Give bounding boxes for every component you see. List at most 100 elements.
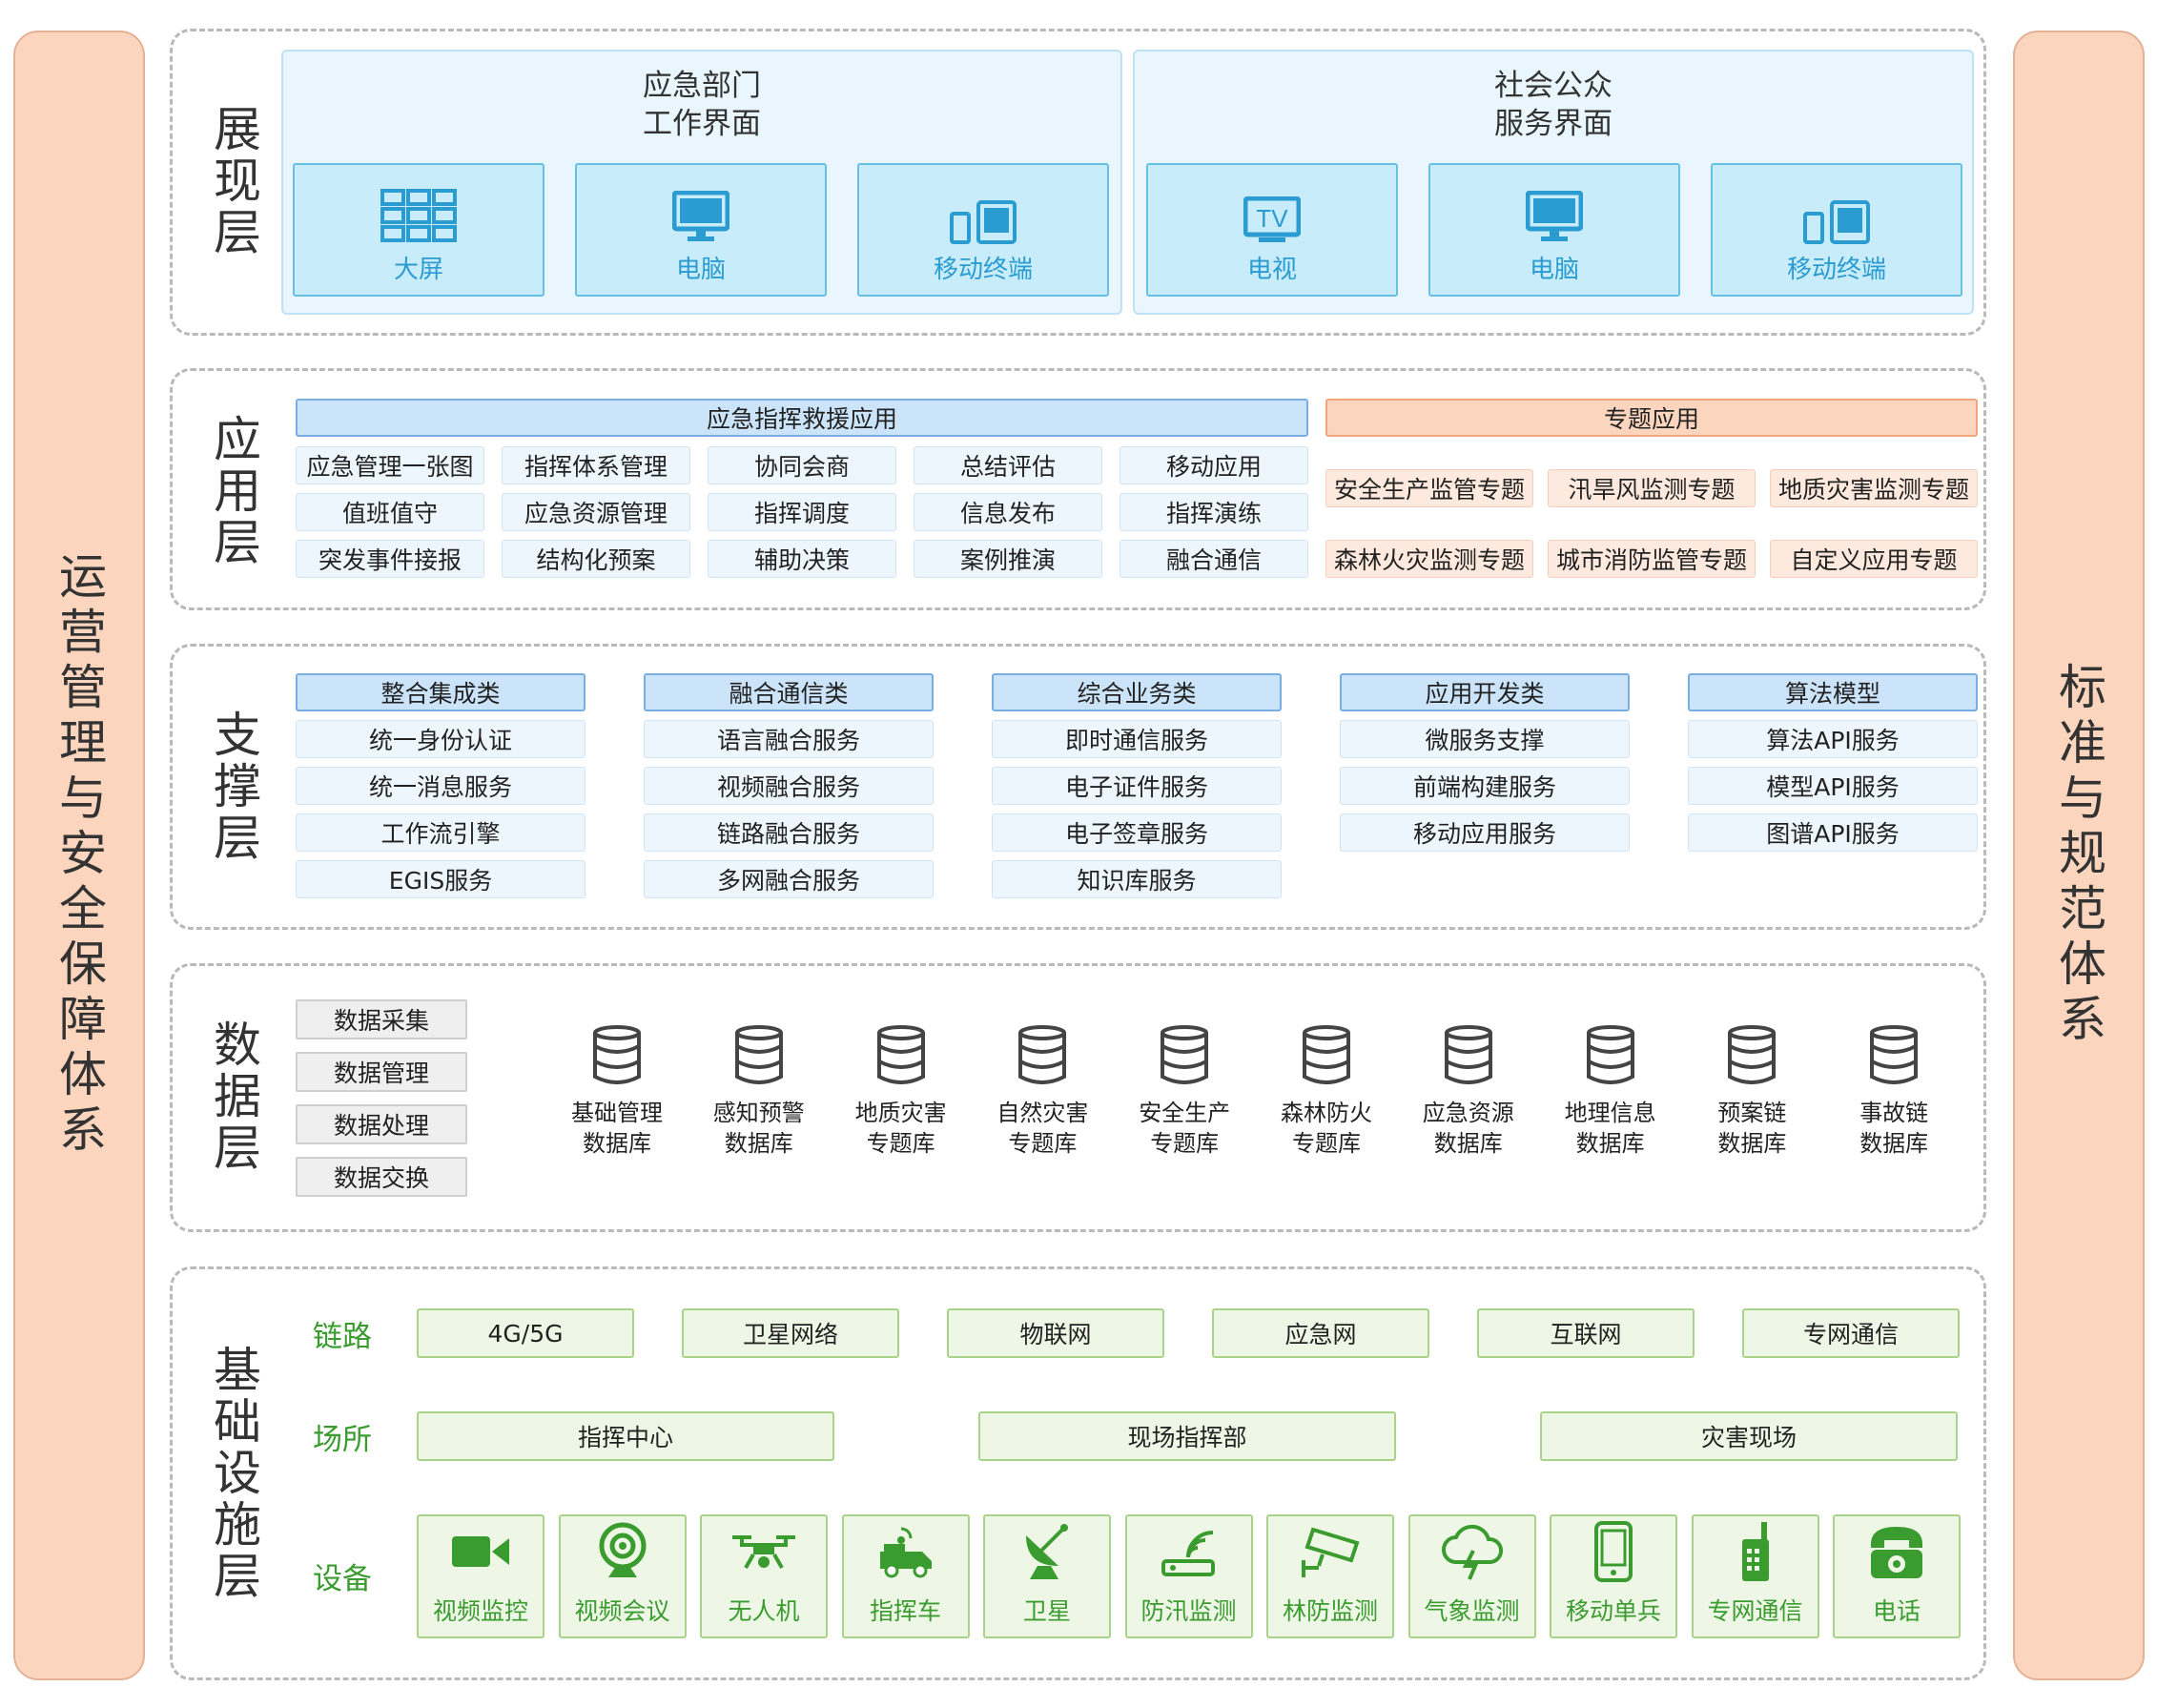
database-icon <box>1017 1025 1068 1088</box>
database-label: 应急资源数据库 <box>1423 1098 1514 1159</box>
database-label: 森林防火专题库 <box>1281 1098 1372 1159</box>
support-item[interactable]: 多网融合服务 <box>644 860 934 898</box>
link-item[interactable]: 卫星网络 <box>682 1308 899 1358</box>
support-item[interactable]: 统一消息服务 <box>296 767 585 805</box>
site-item[interactable]: 指挥中心 <box>417 1411 834 1461</box>
app-item[interactable]: 移动应用 <box>1120 446 1308 484</box>
card-label: 电脑 <box>675 256 726 284</box>
mobile-card[interactable]: 移动终端 <box>857 163 1109 297</box>
app-item[interactable]: 突发事件接报 <box>296 540 484 578</box>
support-item[interactable]: 统一身份认证 <box>296 720 585 758</box>
app-item[interactable]: 融合通信 <box>1120 540 1308 578</box>
topic-item[interactable]: 城市消防监管专题 <box>1548 540 1756 578</box>
app-item[interactable]: 应急资源管理 <box>502 493 690 531</box>
topic-item[interactable]: 安全生产监管专题 <box>1325 469 1533 507</box>
device-item[interactable]: 指挥车 <box>841 1514 970 1638</box>
device-item[interactable]: 视频监控 <box>417 1514 544 1638</box>
pc-card[interactable]: 电脑 <box>575 163 827 297</box>
support-item[interactable]: 链路融合服务 <box>644 813 934 852</box>
database-item[interactable]: 预案链数据库 <box>1685 1025 1818 1178</box>
data-process-item[interactable]: 数据交换 <box>296 1157 467 1197</box>
support-item[interactable]: 模型API服务 <box>1688 767 1978 805</box>
database-label-line1: 事故链 <box>1859 1100 1929 1126</box>
database-item[interactable]: 感知预警数据库 <box>692 1025 826 1178</box>
app-item[interactable]: 应急管理一张图 <box>296 446 484 484</box>
database-item[interactable]: 事故链数据库 <box>1827 1025 1961 1178</box>
device-item[interactable]: 专网通信 <box>1691 1514 1819 1638</box>
application-layer-title: 应用层 <box>206 414 261 568</box>
link-item[interactable]: 专网通信 <box>1742 1308 1960 1358</box>
support-item[interactable]: 语言融合服务 <box>644 720 934 758</box>
topic-item[interactable]: 地质灾害监测专题 <box>1770 469 1978 507</box>
app-item[interactable]: 辅助决策 <box>708 540 896 578</box>
link-item[interactable]: 应急网 <box>1212 1308 1429 1358</box>
mobile-phone-icon <box>1594 1518 1633 1585</box>
app-item[interactable]: 结构化预案 <box>502 540 690 578</box>
topic-item[interactable]: 汛旱风监测专题 <box>1548 469 1756 507</box>
support-item[interactable]: 图谱API服务 <box>1688 813 1978 852</box>
database-item[interactable]: 森林防火专题库 <box>1260 1025 1393 1178</box>
database-label: 感知预警数据库 <box>713 1098 805 1159</box>
support-item[interactable]: 微服务支撑 <box>1340 720 1630 758</box>
device-label: 气象监测 <box>1424 1597 1520 1625</box>
topic-item[interactable]: 自定义应用专题 <box>1770 540 1978 578</box>
big-screen-card[interactable]: 大屏 <box>293 163 544 297</box>
card-label: 大屏 <box>393 256 443 284</box>
support-header: 整合集成类 <box>296 673 585 711</box>
tv-card[interactable]: TV 电视 <box>1146 163 1398 297</box>
site-label: 场所 <box>313 1422 372 1457</box>
data-process-item[interactable]: 数据管理 <box>296 1052 467 1092</box>
support-item[interactable]: 移动应用服务 <box>1340 813 1630 852</box>
app-item[interactable]: 指挥调度 <box>708 493 896 531</box>
app-item[interactable]: 协同会商 <box>708 446 896 484</box>
database-item[interactable]: 自然灾害专题库 <box>976 1025 1109 1178</box>
support-item[interactable]: 即时通信服务 <box>992 720 1282 758</box>
site-item[interactable]: 现场指挥部 <box>978 1411 1396 1461</box>
pc-card[interactable]: 电脑 <box>1428 163 1680 297</box>
topic-item[interactable]: 森林火灾监测专题 <box>1325 540 1533 578</box>
mobile-card[interactable]: 移动终端 <box>1711 163 1962 297</box>
database-item[interactable]: 地质灾害专题库 <box>834 1025 968 1178</box>
app-item[interactable]: 案例推演 <box>914 540 1102 578</box>
app-item[interactable]: 信息发布 <box>914 493 1102 531</box>
device-item[interactable]: 无人机 <box>700 1514 828 1638</box>
database-item[interactable]: 地理信息数据库 <box>1544 1025 1677 1178</box>
support-item[interactable]: 电子签章服务 <box>992 813 1282 852</box>
device-item[interactable]: 防汛监测 <box>1124 1514 1253 1638</box>
device-item[interactable]: 电话 <box>1833 1514 1961 1638</box>
app-item[interactable]: 总结评估 <box>914 446 1102 484</box>
database-item[interactable]: 安全生产专题库 <box>1118 1025 1251 1178</box>
left-pillar: 运营管理与安全保障体系 <box>13 31 145 1680</box>
emergency-app-header: 应急指挥救援应用 <box>296 399 1308 437</box>
database-icon <box>1726 1025 1777 1088</box>
device-label: 无人机 <box>728 1597 800 1625</box>
app-item[interactable]: 指挥体系管理 <box>502 446 690 484</box>
support-item[interactable]: 电子证件服务 <box>992 767 1282 805</box>
support-item[interactable]: 知识库服务 <box>992 860 1282 898</box>
support-item[interactable]: 工作流引擎 <box>296 813 585 852</box>
link-item[interactable]: 4G/5G <box>417 1308 634 1358</box>
data-process-item[interactable]: 数据处理 <box>296 1104 467 1144</box>
support-item[interactable]: 视频融合服务 <box>644 767 934 805</box>
site-item[interactable]: 灾害现场 <box>1540 1411 1958 1461</box>
link-item[interactable]: 物联网 <box>947 1308 1164 1358</box>
link-item[interactable]: 互联网 <box>1477 1308 1695 1358</box>
app-item[interactable]: 值班值守 <box>296 493 484 531</box>
data-process-item[interactable]: 数据采集 <box>296 999 467 1039</box>
device-item[interactable]: 卫星 <box>983 1514 1111 1638</box>
device-item[interactable]: 视频会议 <box>558 1514 687 1638</box>
device-item[interactable]: 气象监测 <box>1407 1514 1536 1638</box>
app-item[interactable]: 指挥演练 <box>1120 493 1308 531</box>
database-item[interactable]: 应急资源数据库 <box>1402 1025 1535 1178</box>
device-item[interactable]: 林防监测 <box>1266 1514 1394 1638</box>
support-header: 融合通信类 <box>644 673 934 711</box>
infrastructure-layer <box>170 1266 1986 1680</box>
support-item[interactable]: 算法API服务 <box>1688 720 1978 758</box>
support-item[interactable]: EGIS服务 <box>296 860 585 898</box>
drone-icon <box>730 1518 797 1585</box>
svg-text:TV: TV <box>1256 204 1288 233</box>
device-item[interactable]: 移动单兵 <box>1550 1514 1677 1638</box>
support-item[interactable]: 前端构建服务 <box>1340 767 1630 805</box>
device-label: 电话 <box>1872 1597 1921 1625</box>
database-item[interactable]: 基础管理数据库 <box>550 1025 684 1178</box>
